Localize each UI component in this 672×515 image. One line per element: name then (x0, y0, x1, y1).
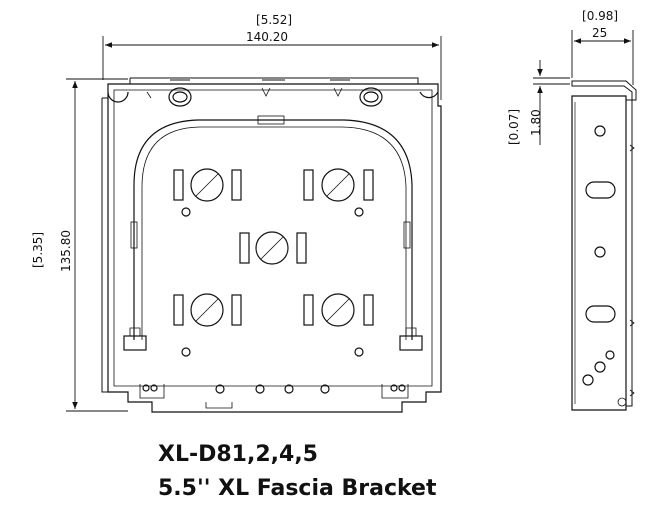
corner-notch-left (107, 91, 129, 103)
product-name: 5.5'' XL Fascia Bracket (158, 476, 437, 501)
width-mm-label: 140.20 (246, 30, 288, 44)
bottom-hole-row (142, 384, 406, 394)
depth-dimension (571, 30, 634, 85)
side-profile (571, 95, 627, 411)
knockout-top-right (303, 168, 374, 202)
width-inch-label: [5.52] (256, 13, 292, 27)
thickness-mm-label: 1.80 (529, 109, 543, 136)
thickness-dimension (533, 60, 570, 145)
top-slot-left (168, 87, 192, 107)
corner-notch-right (419, 91, 439, 99)
thickness-inch-label: [0.07] (507, 109, 521, 145)
height-inch-label: [5.35] (31, 232, 45, 268)
knockout-bottom-right (303, 293, 374, 327)
depth-inch-label: [0.98] (582, 9, 618, 23)
clip-right (399, 327, 423, 351)
height-dimension (66, 78, 128, 412)
bracket-outline (107, 83, 442, 413)
top-slot-right (359, 87, 383, 107)
knockout-top-left (173, 168, 242, 202)
depth-mm-label: 25 (592, 26, 607, 40)
model-number: XL-D81,2,4,5 (158, 442, 318, 467)
width-dimension (102, 36, 442, 100)
clip-left (123, 327, 147, 351)
front-view (101, 77, 442, 413)
height-mm-label: 135.80 (59, 230, 73, 272)
cable-guide-arch (133, 119, 413, 340)
knockout-center (239, 231, 307, 265)
knockout-bottom-left (173, 293, 242, 327)
side-view (571, 80, 637, 411)
